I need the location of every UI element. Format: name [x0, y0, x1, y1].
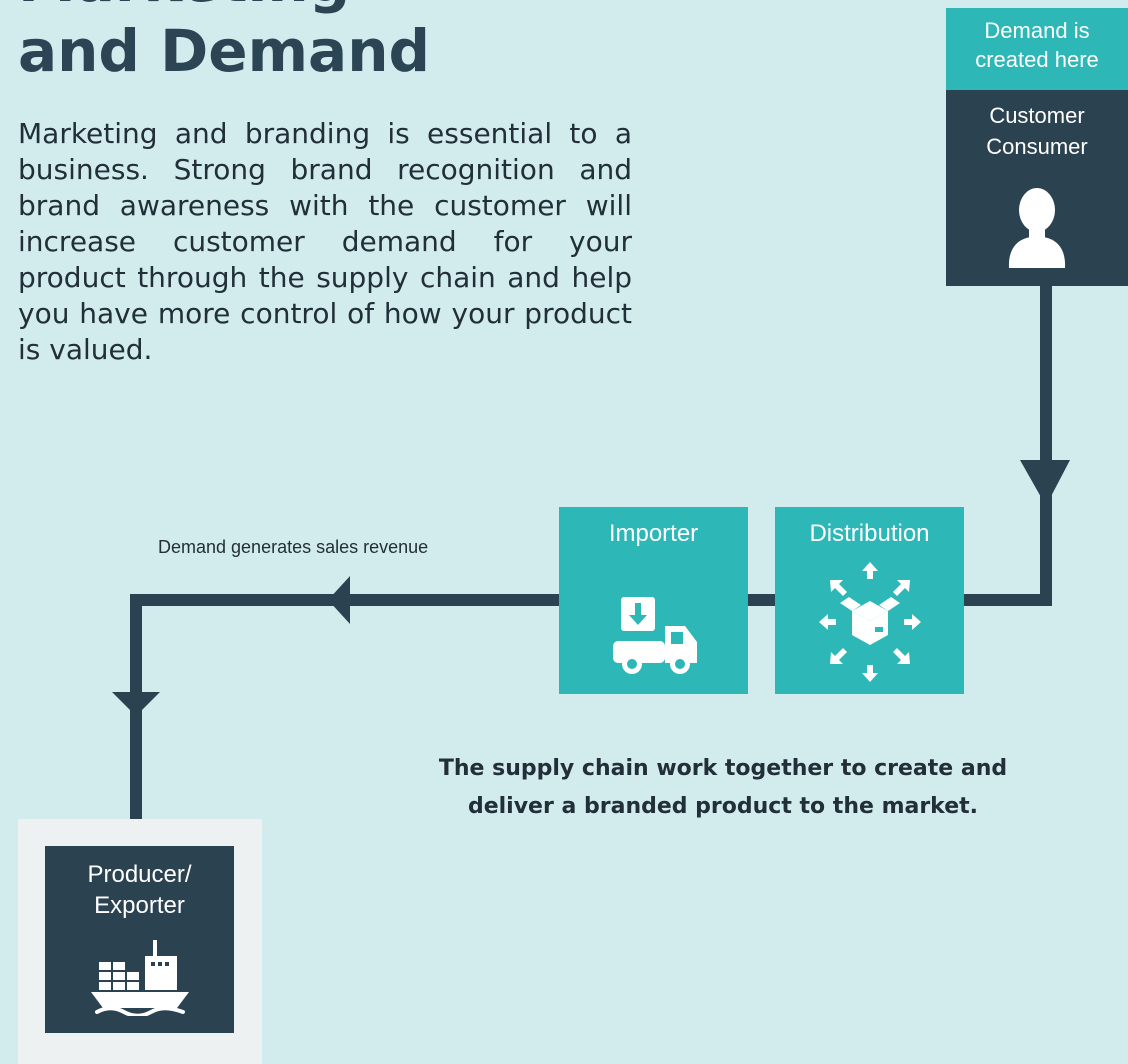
importer-box: Importer	[559, 507, 748, 694]
arrow-down-producer	[112, 692, 160, 716]
heading-main-line: and Demand	[18, 17, 431, 85]
line-customer-down	[1040, 286, 1052, 606]
producer-exporter-label: Producer/ Exporter	[87, 861, 192, 919]
arrow-down-customer	[1020, 460, 1070, 506]
cargo-ship-icon	[91, 940, 189, 1016]
page-heading: Marketing and Demand	[18, 0, 618, 90]
intro-paragraph: Marketing and branding is essential to a…	[18, 117, 632, 366]
producer-exporter-box: Producer/ Exporter	[45, 846, 234, 1033]
distribution-box: Distribution	[775, 507, 964, 694]
demand-created-label: Demand is created here	[975, 18, 1099, 72]
line-between-nodes	[748, 594, 775, 606]
customer-consumer-box: Customer Consumer	[946, 90, 1128, 286]
person-icon	[1008, 188, 1066, 268]
delivery-truck-icon	[613, 597, 697, 674]
flow-caption: Demand generates sales revenue	[158, 537, 429, 557]
heading-cut-line: Marketing	[18, 0, 350, 16]
distribution-label: Distribution	[809, 520, 930, 547]
customer-consumer-label: Customer Consumer	[986, 103, 1088, 159]
supply-chain-summary: The supply chain work together to create…	[438, 756, 1008, 819]
line-distribution-right	[964, 594, 1052, 606]
arrow-left-revenue	[328, 576, 350, 624]
distribution-box-icon	[819, 562, 921, 682]
importer-label: Importer	[608, 520, 699, 547]
